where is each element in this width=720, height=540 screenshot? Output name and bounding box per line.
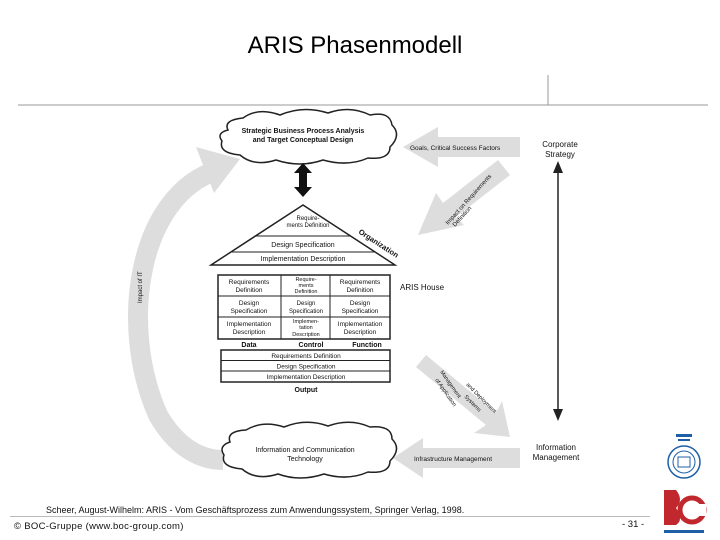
right-req-2: Definition: [346, 287, 373, 294]
roof-design: Design Specification: [271, 242, 335, 249]
slide-title: ARIS Phasenmodell: [247, 32, 463, 59]
top-cloud-line-2: and Target Conceptual Design: [253, 137, 354, 144]
bottom-cloud: [221, 421, 398, 479]
roof-req-1: Require-: [296, 216, 319, 222]
top-cloud-line-1: Strategic Business Process Analysis: [242, 128, 365, 135]
infrastructure-arrow: [393, 438, 520, 478]
citation: Scheer, August-Wilhelm: ARIS - Vom Gesch…: [46, 505, 465, 515]
impact-of-it-arc: [128, 160, 224, 470]
diagram-frame: Strategic Business Process Analysis and …: [18, 75, 708, 525]
output-req: Requirements Definition: [271, 353, 341, 360]
view-output-label: Output: [295, 387, 319, 394]
mid-req-3: Definition: [295, 289, 318, 295]
right-impl-2: Description: [344, 329, 377, 336]
mid-design-2: Specification: [289, 309, 323, 315]
aris-house-roof: [208, 204, 398, 266]
aris-phase-model-diagram: Strategic Business Process Analysis and …: [18, 75, 708, 479]
aris-house-label: ARIS House: [400, 283, 445, 292]
copyright: © BOC-Gruppe (www.boc-group.com): [14, 521, 184, 532]
corporate-strategy-2: Strategy: [545, 150, 575, 159]
connector-arrow-up: [294, 163, 312, 173]
impact-of-it-arrowhead: [196, 147, 240, 193]
infrastructure-label: Infrastructure Management: [414, 456, 492, 463]
page-number: - 31 -: [622, 519, 645, 530]
top-cloud: [219, 108, 398, 165]
goals-label: Goals, Critical Success Factors: [410, 145, 501, 152]
strategy-arrowhead: [553, 161, 563, 173]
roof-req-2: ments Definition: [286, 223, 329, 229]
connector-arrow-down: [294, 187, 312, 197]
output-base: [220, 349, 391, 383]
cloud-house-connector: [299, 168, 307, 192]
roof-implementation: Implementation Description: [261, 256, 346, 263]
impact-it-label: Impact of IT: [138, 271, 144, 303]
corporate-strategy-1: Corporate: [542, 140, 578, 149]
left-impl-2: Description: [233, 329, 266, 336]
management-arrow: [416, 355, 510, 437]
left-design-1: Design: [239, 300, 260, 307]
view-function-label: Function: [352, 342, 382, 349]
aris-house-body: [217, 274, 391, 340]
goals-arrow: [403, 127, 520, 167]
right-impl-1: Implementation: [338, 321, 383, 328]
mid-req-1: Require-: [295, 277, 316, 283]
mid-impl-2: tation: [299, 325, 312, 331]
mid-impl-3: Description: [292, 332, 320, 338]
information-management-2: Management: [533, 453, 580, 462]
info-arrowhead: [553, 409, 563, 421]
view-data-label: Data: [241, 342, 256, 349]
output-impl: Implementation Description: [267, 374, 346, 381]
view-control-label: Control: [299, 342, 324, 349]
bottom-cloud-line-1: Information and Communication: [255, 447, 354, 454]
information-management-1: Information: [536, 443, 576, 452]
footer-divider: [10, 516, 650, 517]
right-design-2: Specification: [342, 308, 379, 315]
output-design: Design Specification: [277, 364, 336, 371]
bottom-cloud-line-2: Technology: [287, 456, 323, 463]
left-design-2: Specification: [231, 308, 268, 315]
boc-logo-icon: [664, 490, 680, 525]
university-boc-logo: [656, 430, 712, 538]
mid-impl-1: Implemen-: [293, 319, 319, 325]
left-req-1: Requirements: [229, 279, 270, 286]
right-req-1: Requirements: [340, 279, 381, 286]
mid-design-1: Design: [297, 301, 316, 307]
right-design-1: Design: [350, 300, 371, 307]
university-seal-icon: [667, 445, 701, 479]
left-req-2: Definition: [235, 287, 262, 294]
left-impl-1: Implementation: [227, 321, 272, 328]
impact-requirements-arrow: [418, 160, 510, 235]
mid-req-2: ments: [299, 283, 314, 289]
